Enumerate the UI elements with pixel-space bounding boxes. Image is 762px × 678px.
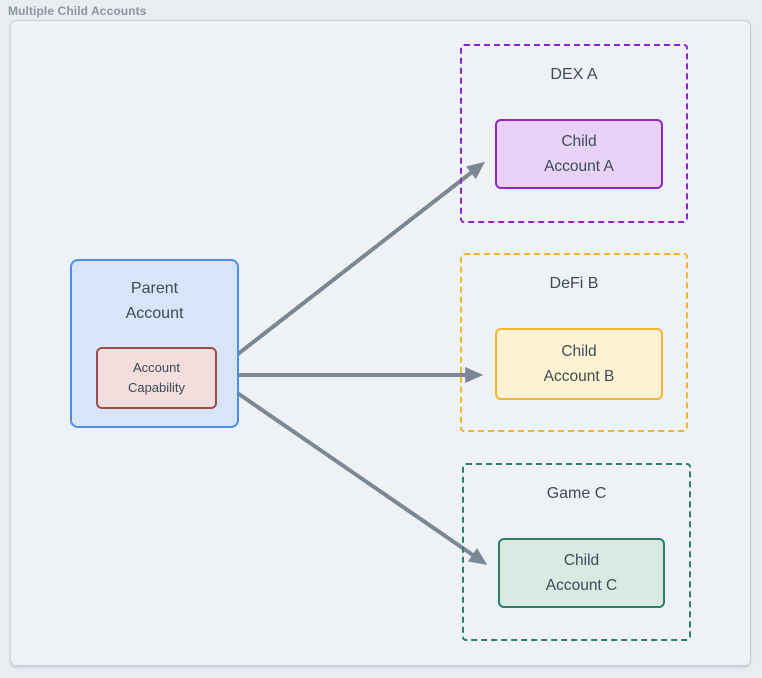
- arrow-parent-to-child-c: [218, 379, 488, 565]
- account-capability-label: Account Capability: [127, 360, 186, 395]
- diagram-title: Multiple Child Accounts: [8, 4, 147, 18]
- child-account-a-label: Child Account A: [544, 133, 614, 175]
- child-account-c-label: Child Account C: [545, 552, 618, 594]
- child-account-b-node: Child Account B: [495, 328, 663, 400]
- group-dex-a: DEX A Child Account A: [460, 44, 688, 223]
- child-account-b-label: Child Account B: [543, 343, 615, 385]
- child-account-c-node: Child Account C: [498, 538, 665, 608]
- account-capability-node: Account Capability: [96, 347, 217, 409]
- group-defi-b: DeFi B Child Account B: [460, 253, 688, 432]
- arrow-parent-to-child-a: [218, 161, 486, 370]
- diagram-canvas: Parent Account Account Capability DEX A …: [10, 20, 751, 666]
- child-account-a-node: Child Account A: [495, 119, 663, 189]
- group-defi-b-label: DeFi B: [549, 275, 599, 292]
- parent-account-node: Parent Account Account Capability: [70, 259, 239, 428]
- group-game-c-label: Game C: [546, 485, 607, 502]
- group-game-c: Game C Child Account C: [462, 463, 691, 641]
- parent-account-label: Parent Account: [125, 280, 184, 322]
- group-dex-a-label: DEX A: [550, 66, 598, 83]
